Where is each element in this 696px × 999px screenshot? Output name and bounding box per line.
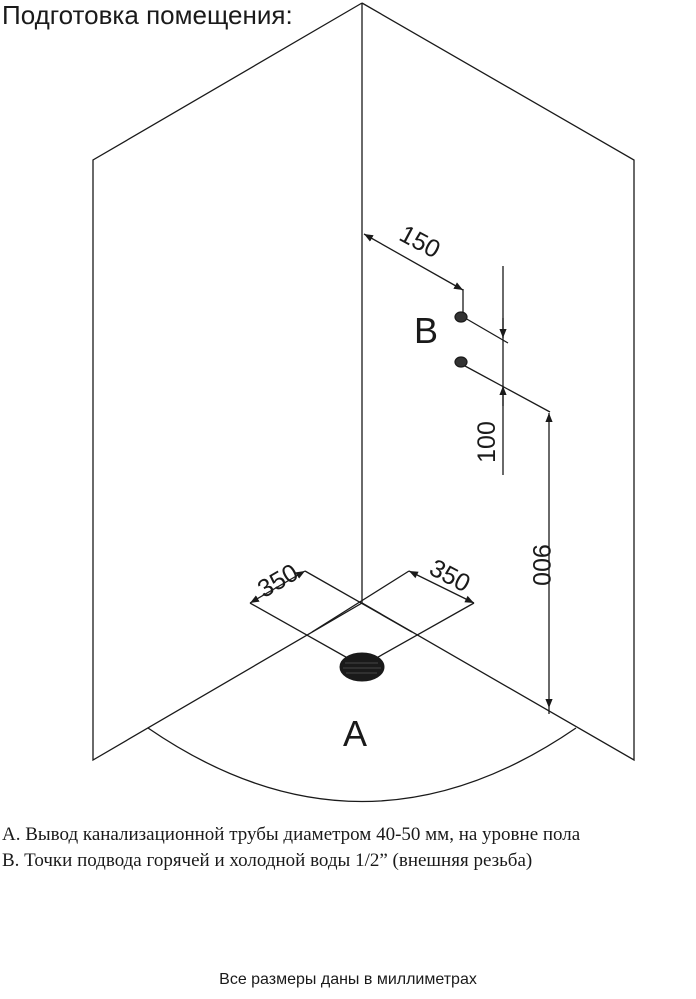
ext-left-350 xyxy=(304,570,413,633)
left-wall xyxy=(92,2,363,762)
caption-b: В. Точки подвода горячей и холодной воды… xyxy=(2,850,533,871)
drain-axis-right xyxy=(363,602,475,666)
label-a: А xyxy=(343,713,367,754)
dim-150 xyxy=(363,233,464,291)
right-wall xyxy=(361,2,635,762)
dim-label-150: 150 xyxy=(395,220,445,264)
cold-water-point xyxy=(454,356,468,368)
dim-label-100: 100 xyxy=(473,421,501,463)
dim-label-900: 900 xyxy=(527,544,555,586)
floor-drain-texture xyxy=(343,662,381,674)
label-b: В xyxy=(414,310,438,351)
ext-upper-point xyxy=(464,317,509,344)
shower-tray-arc xyxy=(147,727,577,803)
ext-lower-point xyxy=(464,365,551,413)
ext-right-350 xyxy=(311,570,410,633)
page-title: Подготовка помещения: xyxy=(2,0,293,30)
dim-350-left xyxy=(249,570,306,604)
dim-350-right xyxy=(408,570,475,604)
caption-a: А. Вывод канализационной трубы диаметром… xyxy=(2,824,581,845)
footer-note: Все размеры даны в миллиметрах xyxy=(219,971,477,988)
floor-drain xyxy=(339,652,385,682)
drain-axis-left xyxy=(249,602,361,666)
hot-water-point xyxy=(454,311,468,323)
dim-label-350-right: 350 xyxy=(425,554,475,598)
